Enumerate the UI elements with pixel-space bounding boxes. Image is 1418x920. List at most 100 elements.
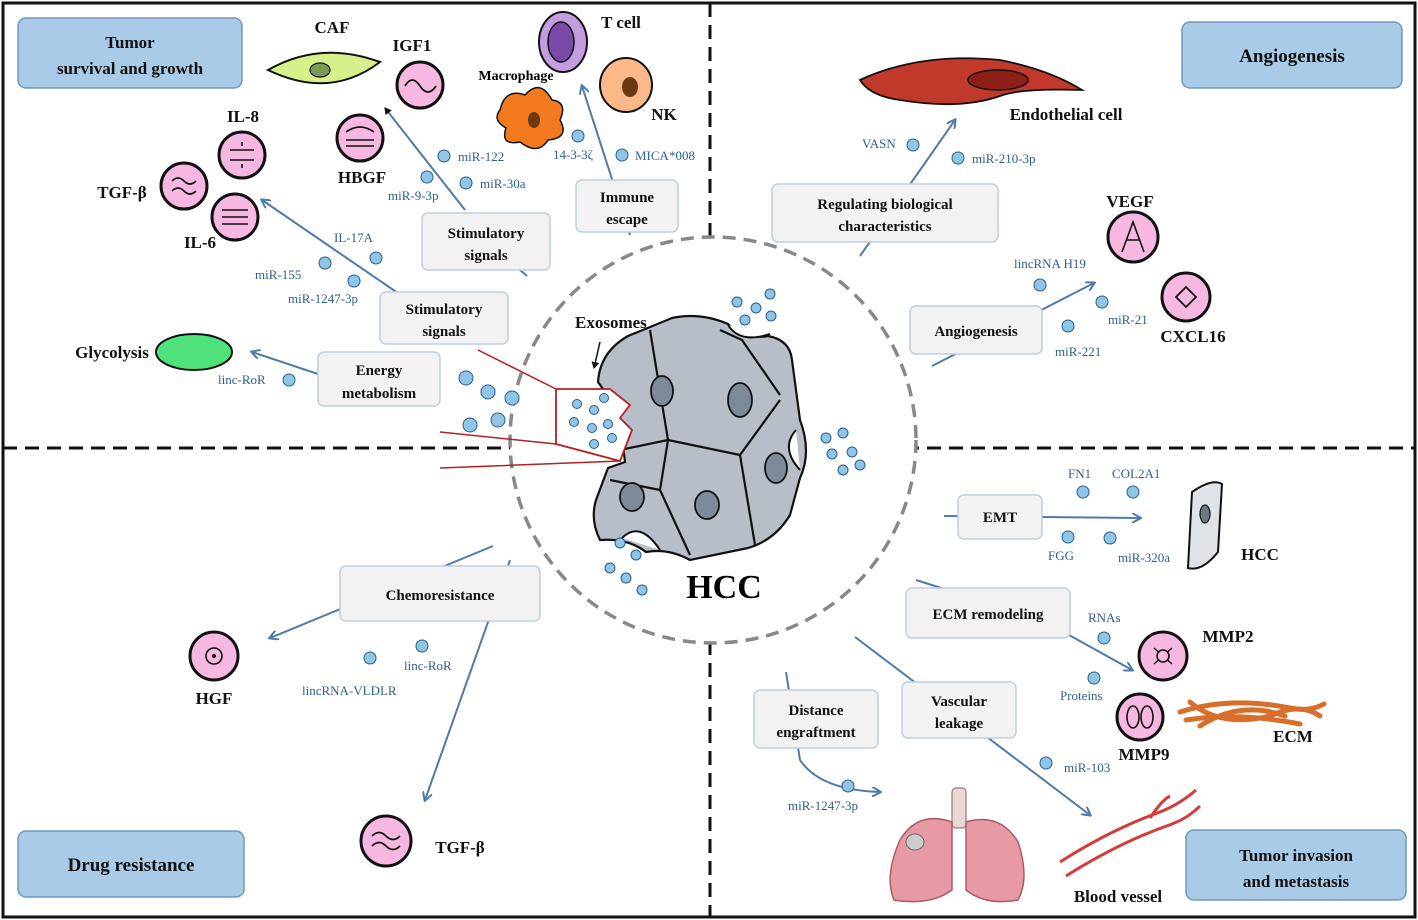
stim1-line1: Stimulatory: [448, 226, 525, 242]
exosomes-label: Exosomes: [575, 313, 647, 332]
invasion-line2: and metastasis: [1243, 872, 1350, 891]
quadrant-title-tumor-survival: Tumor survival and growth: [17, 17, 243, 89]
hcc-cell-label: HCC: [1241, 545, 1279, 564]
mir122-label: miR-122: [458, 149, 504, 164]
arrow-distance-lung: [785, 671, 880, 792]
hbgf-icon: [335, 113, 385, 163]
distance-line1: Distance: [789, 703, 844, 719]
proteins-label: Proteins: [1060, 688, 1103, 703]
mir1247b-label: miR-1247-3p: [788, 798, 858, 813]
br-molecule-dots: [841, 485, 1140, 793]
arrow-stim1-igf1: [384, 107, 466, 211]
mmp2-icon: [1137, 630, 1189, 682]
tr-molecule-dots: [906, 138, 1109, 333]
glycolysis-label: Glycolysis: [75, 343, 149, 362]
blood-vessel-label: Blood vessel: [1074, 887, 1163, 906]
mir1247-label: miR-1247-3p: [288, 291, 358, 306]
mir221-label: miR-221: [1055, 344, 1101, 359]
emt-box-label: EMT: [983, 510, 1017, 526]
14-3-3-label: 14-3-3ζ: [553, 147, 594, 162]
tl-molecule-dots: [282, 129, 629, 387]
quadrant-title-angiogenesis: Angiogenesis: [1181, 21, 1403, 89]
vascular-line2: leakage: [935, 716, 984, 732]
cxcl16-label: CXCL16: [1160, 327, 1225, 346]
mir155-label: miR-155: [255, 267, 301, 282]
regulating-box: Regulating biological characteristics: [771, 183, 999, 243]
vascular-leakage-box: Vascular leakage: [901, 681, 1017, 739]
hcc-center-label: HCC: [686, 569, 762, 606]
fn1-label: FN1: [1068, 466, 1091, 481]
caf-label: CAF: [315, 18, 350, 37]
tgfb-label: TGF-β: [97, 183, 147, 202]
lung-icon: [889, 787, 1025, 903]
mir30a-label: miR-30a: [480, 176, 526, 191]
nk-icon: [599, 57, 653, 113]
rnas-label: RNAs: [1088, 610, 1121, 625]
il8-label: IL-8: [227, 107, 259, 126]
ecm-box-label: ECM remodeling: [933, 607, 1044, 623]
bl-molecule-dots: [363, 639, 429, 665]
il8-icon: [217, 130, 267, 180]
igf1-icon: [395, 60, 445, 110]
tgfb2-label: TGF-β: [435, 838, 485, 857]
stim-signals-box-1: Stimulatory signals: [421, 212, 551, 271]
blood-vessel-icon: [1059, 788, 1202, 878]
mir21-label: miR-21: [1108, 312, 1148, 327]
ecm-label: ECM: [1273, 727, 1313, 746]
stim1-line2: signals: [464, 248, 508, 264]
stim2-line2: signals: [422, 324, 466, 340]
arrow-ecm-mmp: [1059, 629, 1132, 670]
hgf-icon: [188, 630, 240, 682]
stim2-line1: Stimulatory: [406, 302, 483, 318]
igf1-label: IGF1: [393, 36, 432, 55]
macrophage-label: Macrophage: [478, 69, 553, 84]
tgfb-icon: [159, 161, 209, 211]
caf-icon: [265, 51, 383, 85]
invasion-line1: Tumor invasion: [1239, 846, 1353, 865]
ecm-remodeling-box: ECM remodeling: [905, 587, 1071, 639]
immune-line1: Immune: [600, 190, 655, 206]
vegf-icon: [1106, 210, 1160, 264]
chemo-box-label: Chemoresistance: [386, 588, 495, 604]
energy-line2: metabolism: [342, 386, 417, 402]
mmp9-icon: [1115, 692, 1165, 742]
col2a1-label: COL2A1: [1112, 466, 1160, 481]
macrophage-icon: [496, 86, 564, 150]
arrow-stim2-cytokines: [262, 200, 409, 301]
vesicles: [458, 288, 866, 596]
vegf-label: VEGF: [1106, 192, 1153, 211]
hgf-label: HGF: [196, 689, 233, 708]
emt-box: EMT: [957, 494, 1043, 540]
drug-resistance-title: Drug resistance: [68, 855, 195, 876]
mir2103p-label: miR-210-3p: [972, 151, 1036, 166]
mir320a-label: miR-320a: [1118, 550, 1170, 565]
arrow-energy-glycolysis: [252, 352, 319, 375]
tcell-label: T cell: [601, 13, 641, 32]
endothelial-label: Endothelial cell: [1010, 105, 1123, 124]
regulating-line1: Regulating biological: [817, 197, 952, 213]
vasn-label: VASN: [862, 136, 896, 151]
distance-line2: engraftment: [776, 725, 855, 741]
hcc-cell-icon: [1186, 481, 1224, 570]
hcc-nuclei: [619, 375, 788, 520]
mir93p-label: miR-9-3p: [388, 188, 439, 203]
stim-signals-box-2: Stimulatory signals: [379, 291, 509, 345]
angiogenesis-box: Angiogenesis: [909, 305, 1043, 355]
vascular-line1: Vascular: [931, 694, 987, 710]
endothelial-cell-icon: [858, 57, 1086, 106]
bud-top: [727, 324, 771, 339]
mmp2-label: MMP2: [1203, 627, 1254, 646]
lincror2-label: linc-RoR: [404, 658, 452, 673]
mmp9-label: MMP9: [1119, 745, 1170, 764]
fgg-label: FGG: [1048, 548, 1074, 563]
hbgf-label: HBGF: [338, 168, 386, 187]
angiogenesis-title: Angiogenesis: [1239, 46, 1345, 67]
chemoresistance-box: Chemoresistance: [339, 565, 541, 622]
lincrnah19-label: lincRNA H19: [1014, 256, 1086, 271]
mica-label: MICA*008: [635, 148, 695, 163]
exosomes-pointer: [591, 341, 601, 369]
cxcl16-icon: [1160, 271, 1212, 323]
angio-box-label: Angiogenesis: [934, 324, 1018, 340]
ecm-fibers-icon: [1177, 699, 1327, 729]
